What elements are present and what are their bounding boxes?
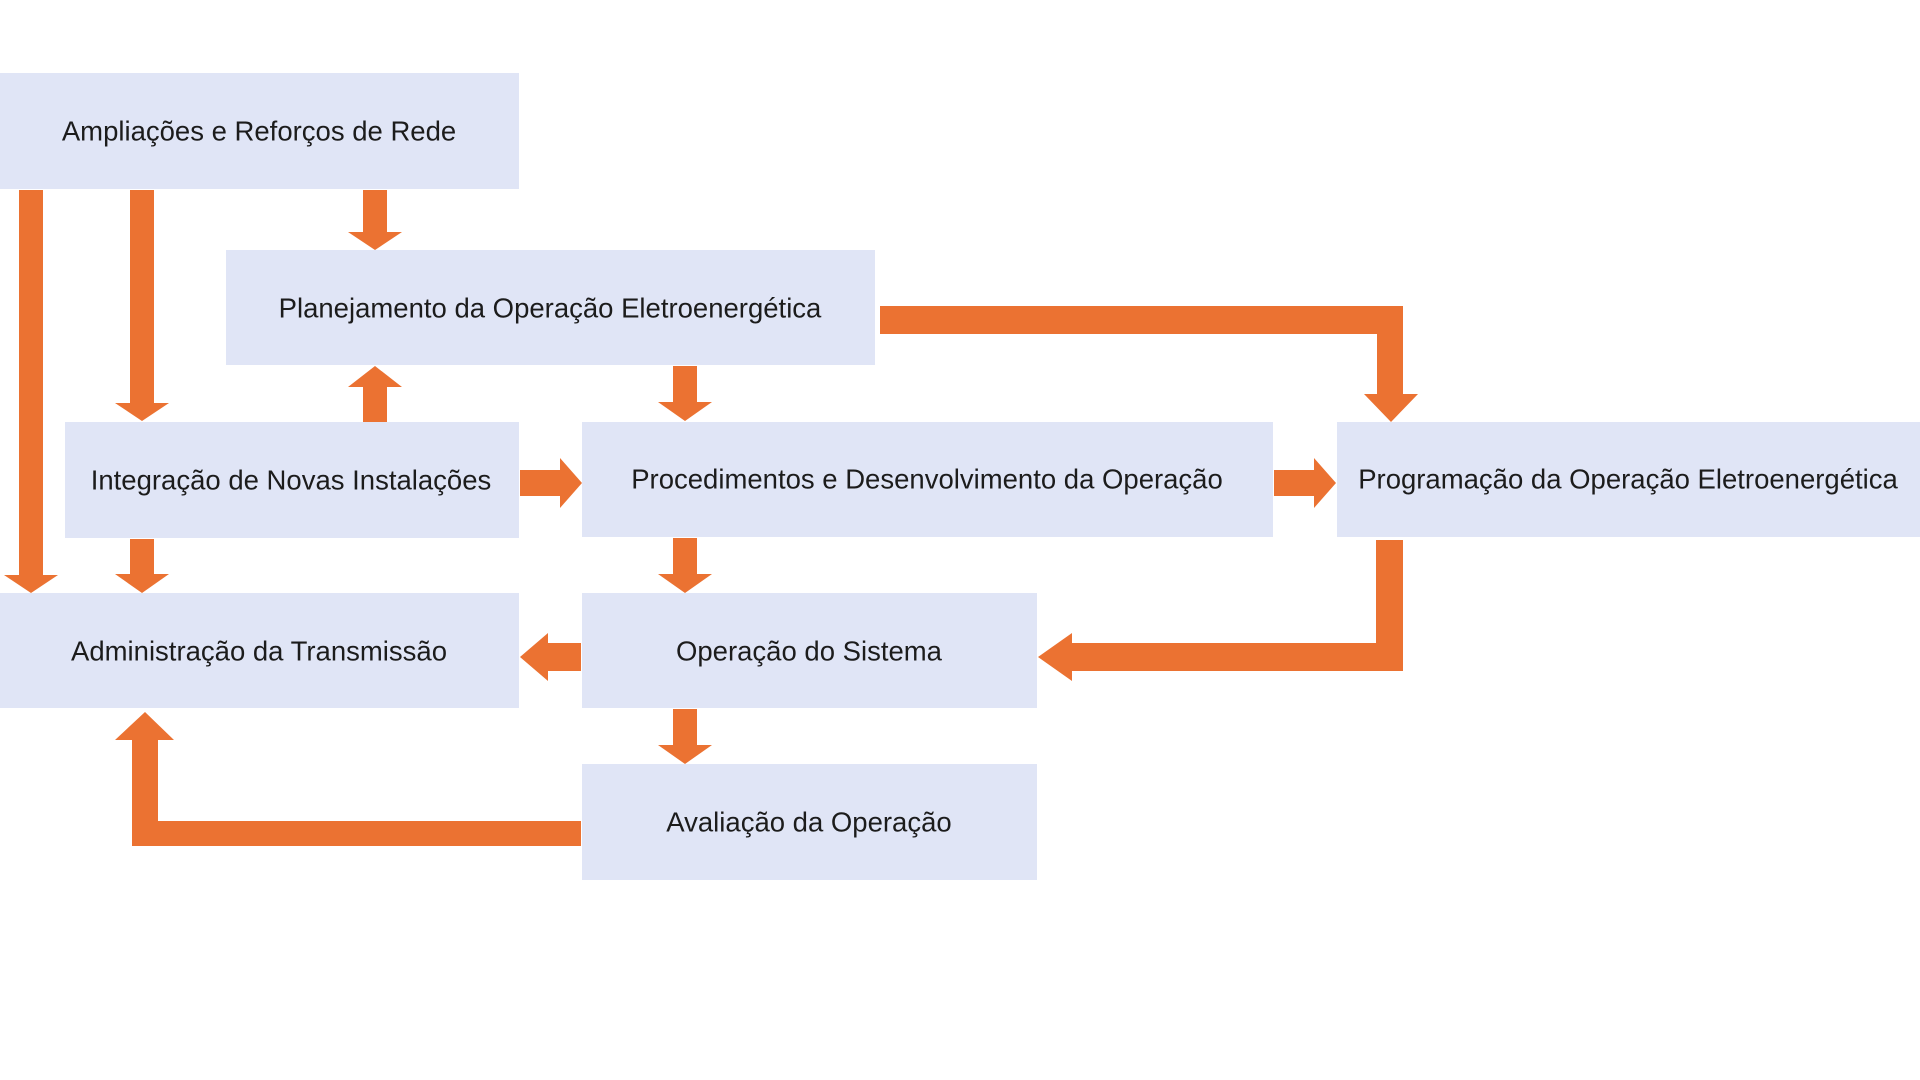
node-programacao-label: Programação da Operação Eletroenergética [1358,463,1898,494]
arrows [4,190,1418,846]
node-planejamento: Planejamento da Operação Eletroenergétic… [226,250,875,365]
arrow-programacao-to-operacao [1038,540,1403,681]
arrow-ampliacoes-to-integracao [115,190,169,421]
node-integracao-label: Integração de Novas Instalações [91,464,492,495]
arrow-operacao-to-avaliacao [658,709,712,764]
node-procedimentos-label: Procedimentos e Desenvolvimento da Opera… [631,463,1223,494]
node-ampliacoes: Ampliações e Reforços de Rede [0,73,519,189]
node-administracao-label: Administração da Transmissão [71,635,447,666]
arrow-ampliacoes-to-planejamento [348,190,402,250]
node-integracao: Integração de Novas Instalações [65,422,519,538]
arrow-planejamento-to-programacao [880,306,1418,422]
arrow-ampliacoes-to-administracao [4,190,58,593]
arrow-integracao-to-administracao [115,539,169,593]
node-administracao: Administração da Transmissão [0,593,519,708]
arrow-planejamento-to-procedimentos [658,366,712,421]
arrow-integracao-to-planejamento [348,366,402,422]
node-avaliacao: Avaliação da Operação [582,764,1037,880]
node-planejamento-label: Planejamento da Operação Eletroenergétic… [279,292,822,323]
node-avaliacao-label: Avaliação da Operação [666,806,951,837]
node-programacao: Programação da Operação Eletroenergética [1337,422,1920,537]
arrow-operacao-to-administracao [520,633,581,681]
node-operacao: Operação do Sistema [582,593,1037,708]
arrow-integracao-to-procedimentos [520,458,582,508]
node-procedimentos: Procedimentos e Desenvolvimento da Opera… [582,422,1273,537]
node-operacao-label: Operação do Sistema [676,635,943,666]
arrow-procedimentos-to-operacao [658,538,712,593]
arrow-procedimentos-to-programacao [1274,458,1336,508]
arrow-avaliacao-to-administracao [115,712,581,846]
node-ampliacoes-label: Ampliações e Reforços de Rede [62,115,456,146]
